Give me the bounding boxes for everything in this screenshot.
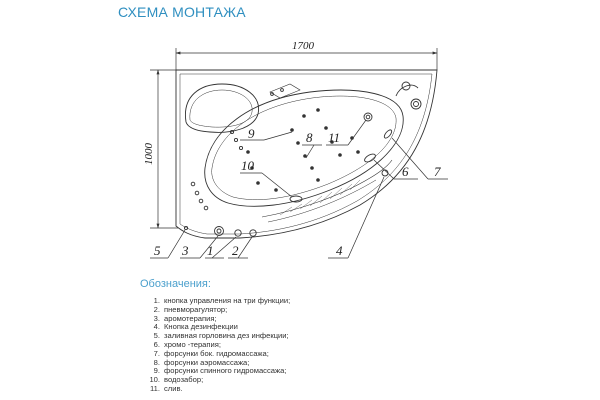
callout-labels: 9 8 11 10 6 7 4 5 3 1 2 bbox=[154, 126, 441, 258]
height-label: 1000 bbox=[143, 143, 155, 166]
legend-list: 1.кнопка управления на три функции; 2.пн… bbox=[146, 296, 291, 394]
width-label: 1700 bbox=[292, 40, 315, 52]
callout-11: 11 bbox=[328, 130, 340, 145]
legend-item: 6.хромо -терапия; bbox=[153, 339, 221, 349]
callout-6: 6 bbox=[402, 164, 409, 179]
callout-3: 3 bbox=[181, 243, 189, 258]
diagram-title: СХЕМА МОНТАЖА bbox=[118, 4, 246, 20]
legend-item: 2.пневморагулятор; bbox=[153, 304, 228, 314]
callouts bbox=[150, 119, 448, 259]
callout-8: 8 bbox=[306, 130, 313, 145]
callout-7: 7 bbox=[434, 164, 441, 179]
callout-1: 1 bbox=[207, 243, 214, 258]
height-dimension: 1000 bbox=[143, 69, 178, 229]
callout-9: 9 bbox=[248, 126, 255, 141]
legend-title: Обозначения: bbox=[140, 278, 211, 290]
legend-item: 5.заливная горловина дез инфекции; bbox=[153, 331, 289, 341]
legend-item: 10.водозабор; bbox=[149, 375, 204, 385]
callout-2: 2 bbox=[232, 243, 239, 258]
legend-item: 4.Кнопка дезинфекции bbox=[153, 322, 238, 332]
massage-jets bbox=[246, 108, 360, 192]
legend-item: 9.форсунки спинного гидромассажа; bbox=[153, 366, 287, 376]
bathtub-drawing: 1700 1000 bbox=[143, 40, 448, 259]
legend-item: 1.кнопка управления на три функции; bbox=[153, 296, 291, 305]
callout-10: 10 bbox=[241, 158, 255, 173]
legend-item: 11.слив. bbox=[150, 383, 183, 393]
legend-item: 8.форсунки аэромассажа; bbox=[153, 357, 250, 367]
bathtub-outline bbox=[175, 69, 438, 239]
legend-item: 7.форсунки бок. гидромассажа; bbox=[153, 348, 269, 358]
legend-item: 3.аромотерапия; bbox=[153, 313, 217, 323]
width-dimension: 1700 bbox=[175, 40, 438, 70]
callout-5: 5 bbox=[154, 243, 161, 258]
callout-4: 4 bbox=[336, 243, 343, 258]
